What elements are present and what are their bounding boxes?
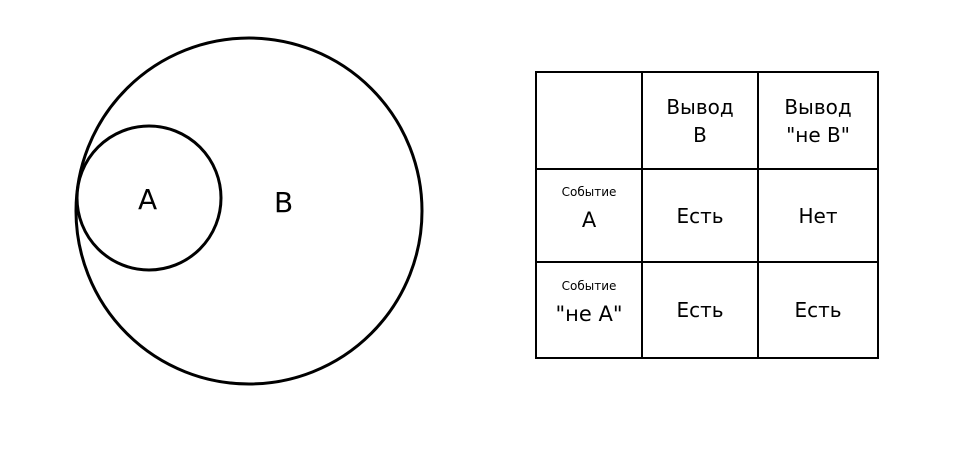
cell-not-a-b: Есть xyxy=(643,263,759,357)
row-header-not-a: Событие "не A" xyxy=(537,263,643,357)
set-b-circle xyxy=(74,36,424,386)
cell-not-a-not-b: Есть xyxy=(759,263,877,357)
col-header-not-b: Вывод "не B" xyxy=(759,73,877,170)
col-header-b-line2: B xyxy=(693,122,707,147)
cell-a-b-value: Есть xyxy=(676,203,724,228)
venn-diagram: A B xyxy=(74,36,424,386)
cell-a-not-b-value: Нет xyxy=(798,203,838,228)
row-header-a: Событие A xyxy=(537,170,643,263)
col-header-b-line1: Вывод xyxy=(666,94,734,119)
cell-a-b: Есть xyxy=(643,170,759,263)
col-header-not-b-line2: "не B" xyxy=(786,122,850,147)
row-header-a-subject: A xyxy=(581,207,597,232)
row-header-a-title: Событие xyxy=(561,184,617,199)
row-header-not-a-subject: "не A" xyxy=(555,302,623,326)
cell-not-a-not-b-value: Есть xyxy=(794,298,842,322)
set-b-label: B xyxy=(274,186,293,219)
row-header-not-a-title: Событие xyxy=(561,279,617,293)
cell-a-not-b: Нет xyxy=(759,170,877,263)
truth-table: Вывод B Вывод "не B" Событие A Есть Нет … xyxy=(535,71,879,359)
cell-not-a-b-value: Есть xyxy=(676,298,724,322)
corner-cell xyxy=(537,73,643,170)
set-a-circle xyxy=(75,124,223,272)
col-header-not-b-line1: Вывод xyxy=(784,94,852,119)
col-header-b: Вывод B xyxy=(643,73,759,170)
set-a-label: A xyxy=(138,183,157,216)
